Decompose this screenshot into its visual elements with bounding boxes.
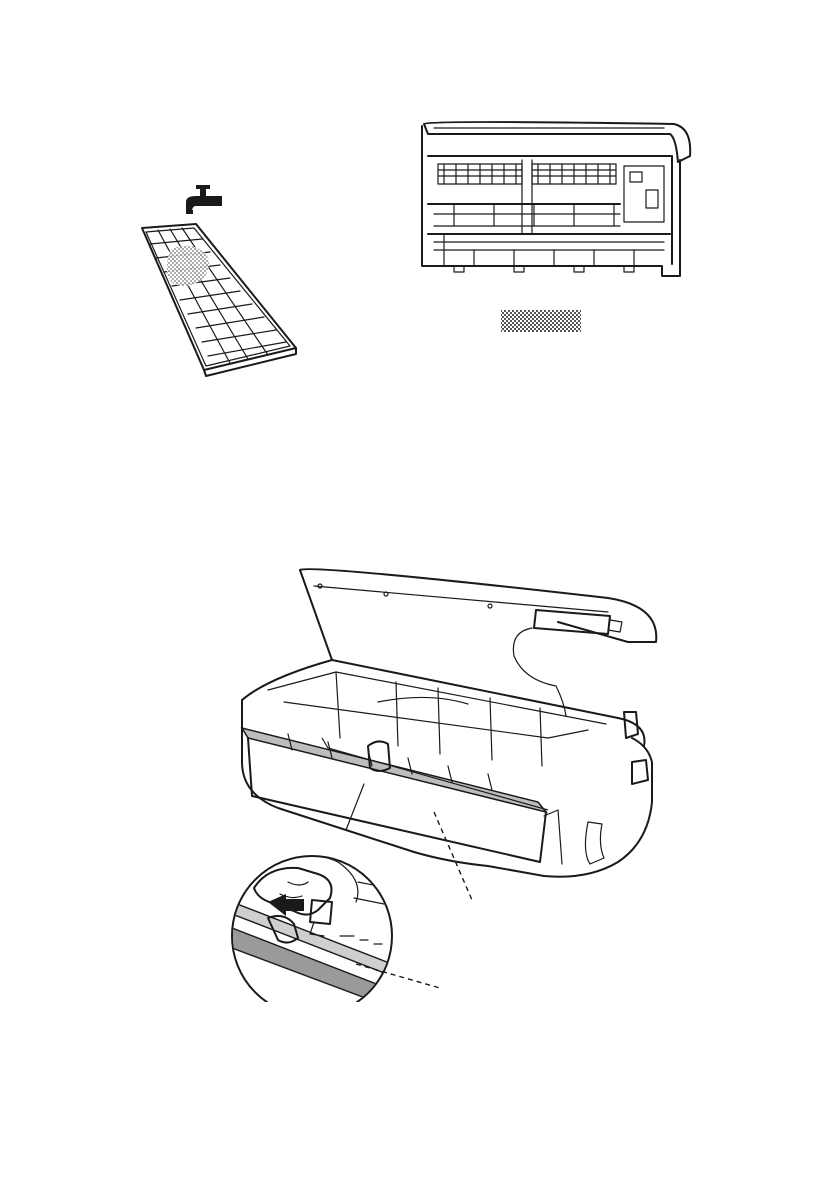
filter-wash-figure <box>130 180 310 380</box>
detail-callout <box>232 855 440 1002</box>
checkered-swatch-icon <box>501 310 581 332</box>
indoor-unit-front-figure <box>414 116 694 340</box>
air-filter <box>142 224 296 376</box>
indoor-unit-open <box>242 569 656 900</box>
indoor-unit-open-figure <box>228 562 668 1002</box>
indoor-unit-front <box>422 122 690 276</box>
water-tap-icon <box>186 185 222 214</box>
